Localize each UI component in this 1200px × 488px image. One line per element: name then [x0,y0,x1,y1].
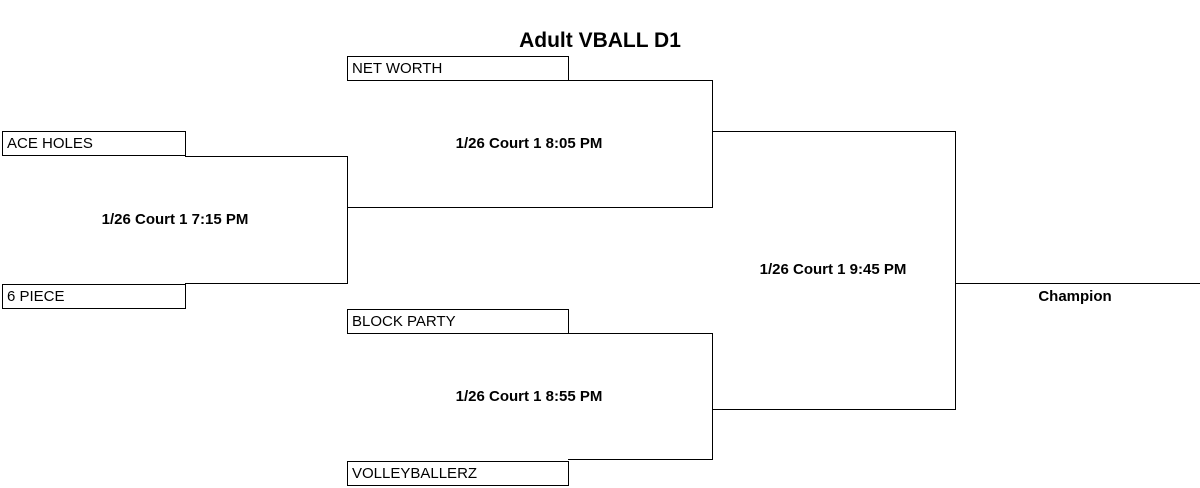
connector-line [568,333,713,334]
connector-line [712,131,956,132]
team-name: 6 PIECE [7,288,65,305]
team-slot-6-piece: 6 PIECE [2,284,186,309]
connector-line [712,80,713,208]
connector-line [347,156,348,284]
connector-line [568,80,713,81]
game-label-round1: 1/26 Court 1 7:15 PM [101,211,249,228]
connector-line [185,283,348,284]
connector-line [712,409,956,410]
champion-label: Champion [1038,288,1112,305]
game-label-final: 1/26 Court 1 9:45 PM [759,261,907,278]
team-slot-net-worth: NET WORTH [347,56,569,81]
team-slot-ace-holes: ACE HOLES [2,131,186,156]
team-slot-volleyballerz: VOLLEYBALLERZ [347,461,569,486]
connector-line [568,459,713,460]
champion-line [955,283,1200,284]
connector-line [347,207,713,208]
team-slot-block-party: BLOCK PARTY [347,309,569,334]
connector-line [712,333,713,460]
game-label-semifinal-top: 1/26 Court 1 8:05 PM [455,135,603,152]
team-name: VOLLEYBALLERZ [352,465,478,482]
bracket-title: Adult VBALL D1 [519,29,681,52]
connector-line [955,131,956,410]
connector-line [185,156,348,157]
game-label-semifinal-bottom: 1/26 Court 1 8:55 PM [455,388,603,405]
team-name: BLOCK PARTY [352,313,456,330]
team-name: ACE HOLES [7,135,93,152]
team-name: NET WORTH [352,60,443,77]
